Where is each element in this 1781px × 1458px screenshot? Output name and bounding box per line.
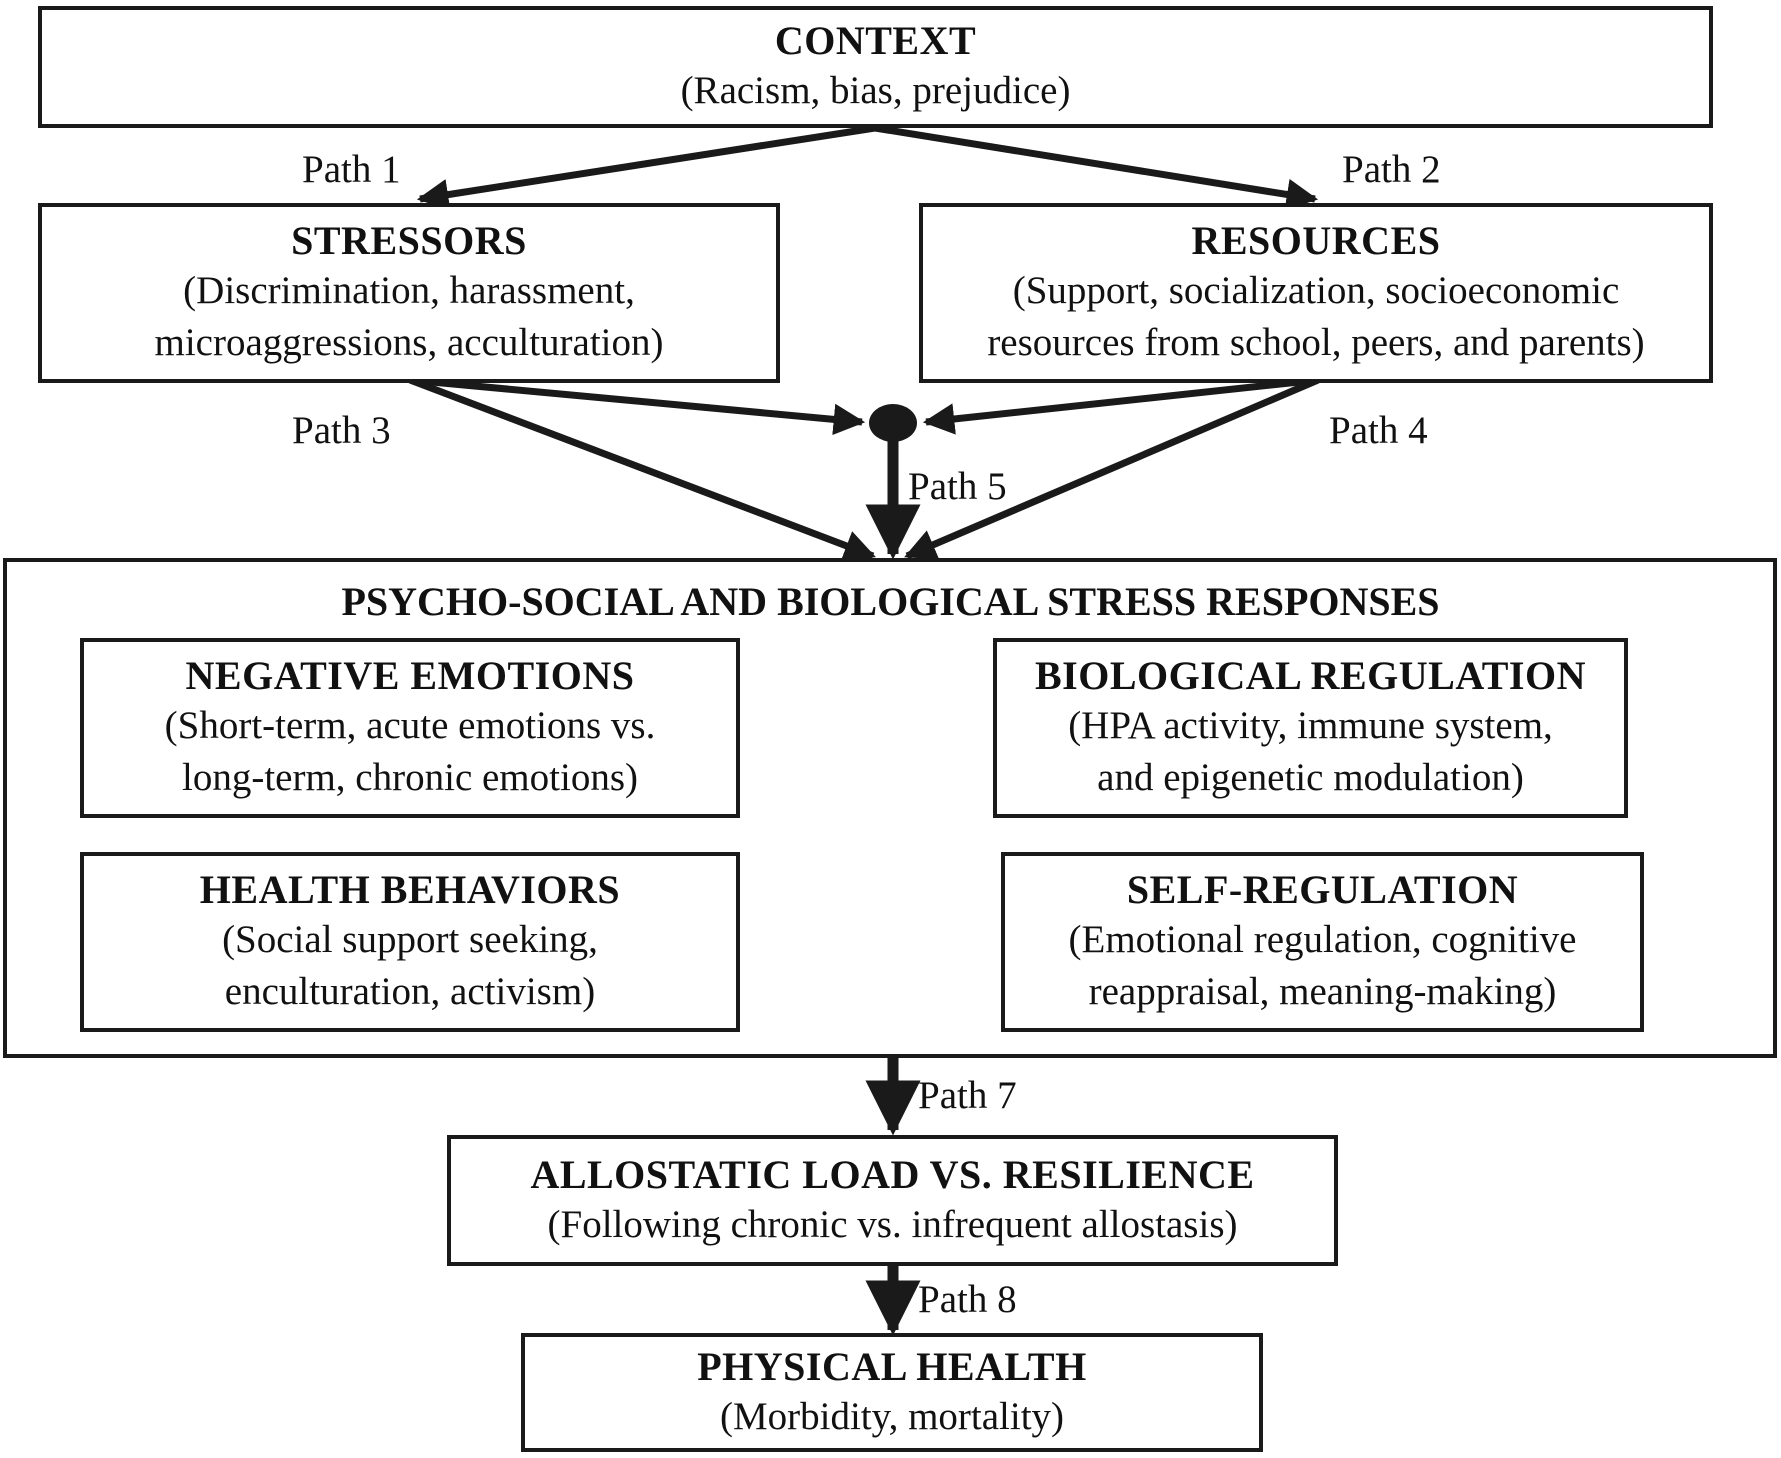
path-1-arrow	[416, 124, 876, 211]
resources-box: RESOURCES (Support, socialization, socio…	[919, 203, 1713, 383]
biological-regulation-description-line-1: (HPA activity, immune system,	[1068, 704, 1553, 747]
negative-emotions-description-line-1: (Short-term, acute emotions vs.	[164, 704, 656, 747]
path-7-label: Path 7	[918, 1074, 1017, 1117]
physical-health-title: PHYSICAL HEALTH	[697, 1343, 1087, 1389]
biological-regulation-title: BIOLOGICAL REGULATION	[1035, 653, 1586, 698]
allostatic-load-box: ALLOSTATIC LOAD VS. RESILIENCE (Followin…	[447, 1135, 1338, 1266]
path-5-label: Path 5	[908, 465, 1007, 508]
stressors-title: STRESSORS	[291, 218, 527, 263]
stressors-to-moderator-arrow	[409, 376, 866, 436]
physical-health-box: PHYSICAL HEALTH (Morbidity, mortality)	[521, 1333, 1263, 1452]
self-regulation-description-line-2: reappraisal, meaning-making)	[1088, 970, 1557, 1013]
self-regulation-box: SELF-REGULATION (Emotional regulation, c…	[1001, 852, 1644, 1032]
resources-description-line-2: resources from school, peers, and parent…	[987, 321, 1645, 364]
stressors-description-line-2: microaggressions, acculturation)	[154, 321, 664, 364]
negative-emotions-title: NEGATIVE EMOTIONS	[185, 653, 635, 698]
resources-to-moderator-arrow	[922, 376, 1319, 435]
context-title: CONTEXT	[774, 18, 977, 63]
path-8-label: Path 8	[918, 1278, 1017, 1321]
allostatic-load-description: (Following chronic vs. infrequent allost…	[547, 1202, 1238, 1246]
stressors-description-line-1: (Discrimination, harassment,	[183, 269, 635, 312]
health-behaviors-description-line-2: enculturation, activism)	[224, 970, 596, 1013]
path-3-arrow	[408, 376, 876, 561]
path-2-arrow	[874, 124, 1319, 211]
self-regulation-title: SELF-REGULATION	[1126, 867, 1519, 912]
health-behaviors-description-line-1: (Social support seeking,	[222, 918, 598, 961]
moderator-node	[869, 404, 917, 442]
context-box: CONTEXT (Racism, bias, prejudice)	[38, 6, 1713, 128]
path-4-label: Path 4	[1329, 409, 1428, 452]
biological-regulation-box: BIOLOGICAL REGULATION (HPA activity, imm…	[993, 638, 1628, 818]
negative-emotions-description-line-2: long-term, chronic emotions)	[182, 756, 638, 799]
allostatic-load-title: ALLOSTATIC LOAD VS. RESILIENCE	[530, 1151, 1255, 1197]
stressors-box: STRESSORS (Discrimination, harassment, m…	[38, 203, 780, 383]
path-3-label: Path 3	[292, 409, 391, 452]
resources-title: RESOURCES	[1191, 218, 1441, 263]
path-1-label: Path 1	[302, 148, 401, 191]
resources-description-line-1: (Support, socialization, socioeconomic	[1012, 269, 1620, 312]
path-2-label: Path 2	[1342, 148, 1441, 191]
self-regulation-description-line-1: (Emotional regulation, cognitive	[1068, 918, 1577, 961]
physical-health-description: (Morbidity, mortality)	[719, 1394, 1065, 1438]
negative-emotions-box: NEGATIVE EMOTIONS (Short-term, acute emo…	[80, 638, 740, 818]
context-description: (Racism, bias, prejudice)	[680, 69, 1071, 112]
health-behaviors-title: HEALTH BEHAVIORS	[199, 867, 621, 912]
path-4-arrow	[904, 376, 1320, 560]
health-behaviors-box: HEALTH BEHAVIORS (Social support seeking…	[80, 852, 740, 1032]
stress-responses-title: PSYCHO-SOCIAL AND BIOLOGICAL STRESS RESP…	[341, 579, 1440, 624]
biological-regulation-description-line-2: and epigenetic modulation)	[1097, 756, 1524, 799]
